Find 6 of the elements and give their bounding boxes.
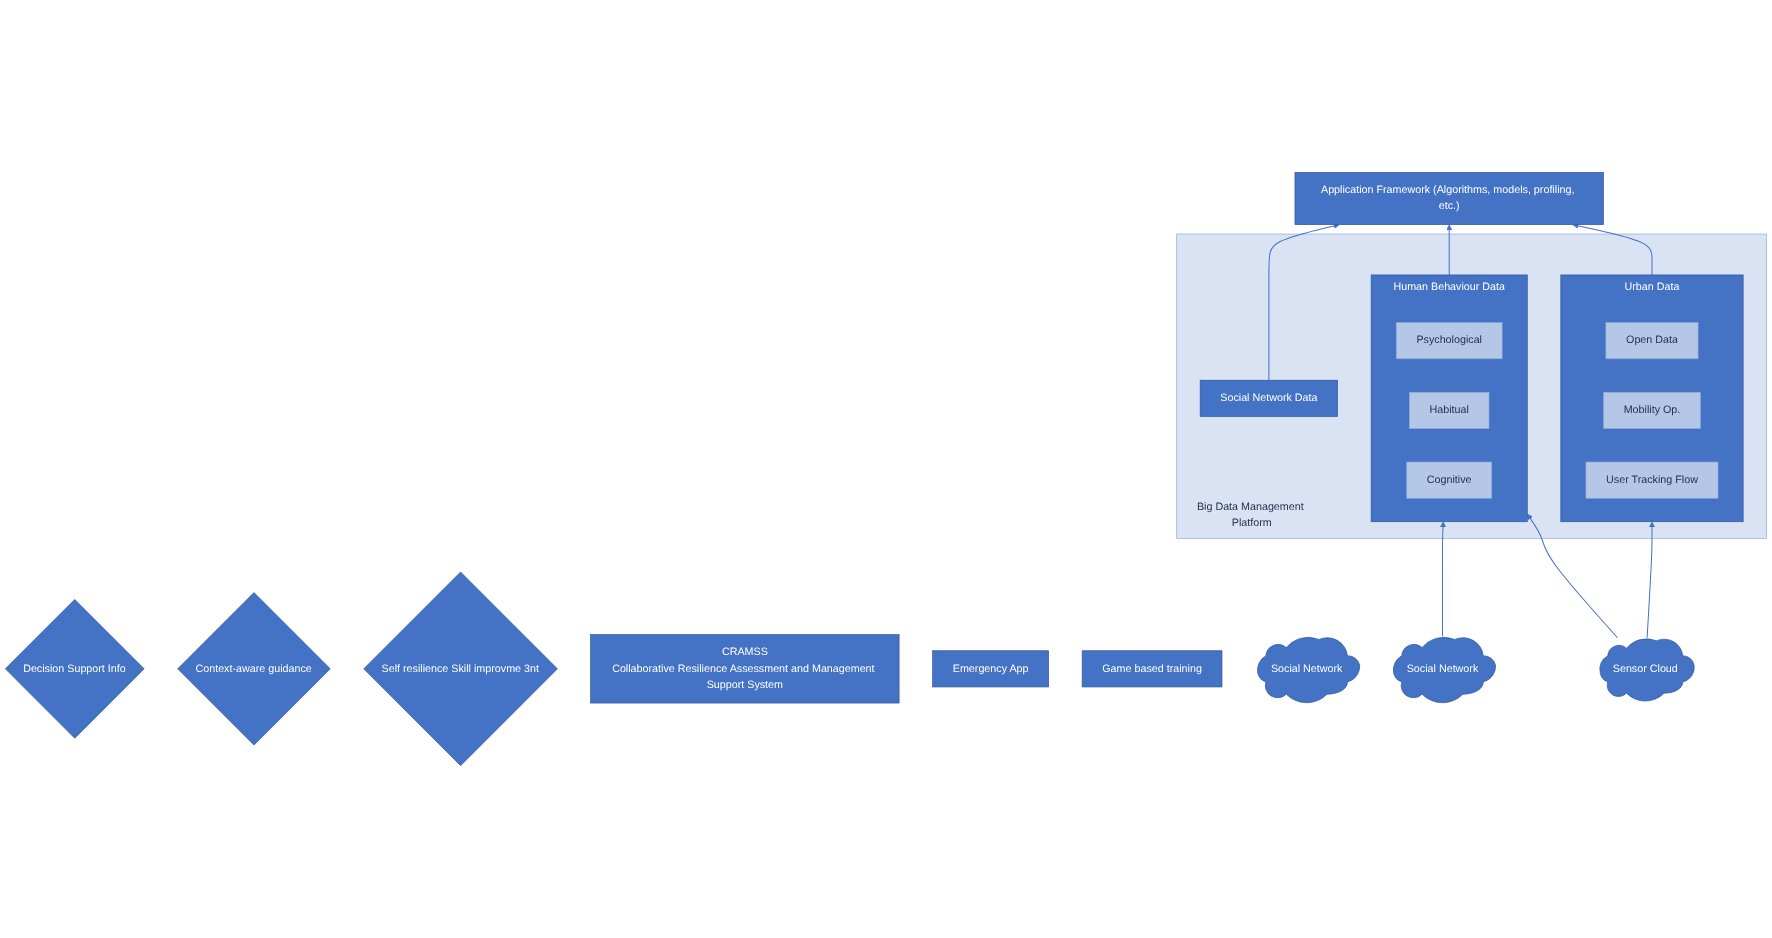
- arrow: [1572, 222, 1653, 276]
- arrow: [1646, 521, 1655, 639]
- arrow: [1446, 224, 1453, 276]
- arrow: [1527, 513, 1618, 639]
- arrow: [1440, 521, 1446, 637]
- arrow: [1268, 223, 1340, 381]
